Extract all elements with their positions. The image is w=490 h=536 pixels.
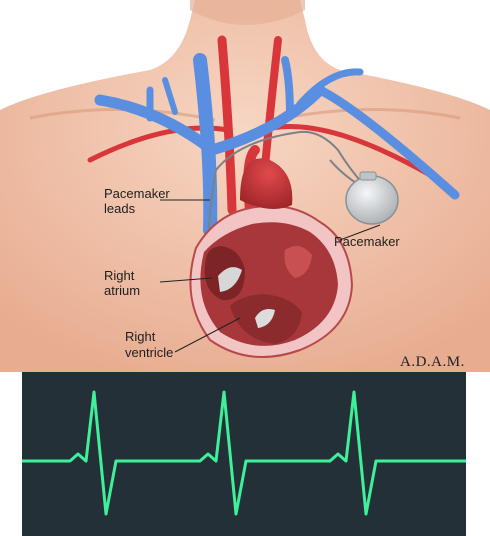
label-atrium-line2: atrium	[104, 283, 140, 298]
heart-pacemaker-illustration: Pacemaker leads Pacemaker Right atrium R…	[0, 0, 490, 372]
label-ventricle-line1: Right	[125, 329, 156, 344]
label-pacemaker: Pacemaker	[334, 234, 400, 249]
label-atrium-line1: Right	[104, 268, 135, 283]
label-leads-line2: leads	[104, 201, 136, 216]
adam-logo: A.D.A.M.	[400, 354, 465, 370]
label-ventricle-line2: ventricle	[125, 345, 173, 360]
monitor-screen	[22, 372, 466, 536]
ecg-monitor	[22, 372, 466, 536]
label-leads-line1: Pacemaker	[104, 186, 170, 201]
